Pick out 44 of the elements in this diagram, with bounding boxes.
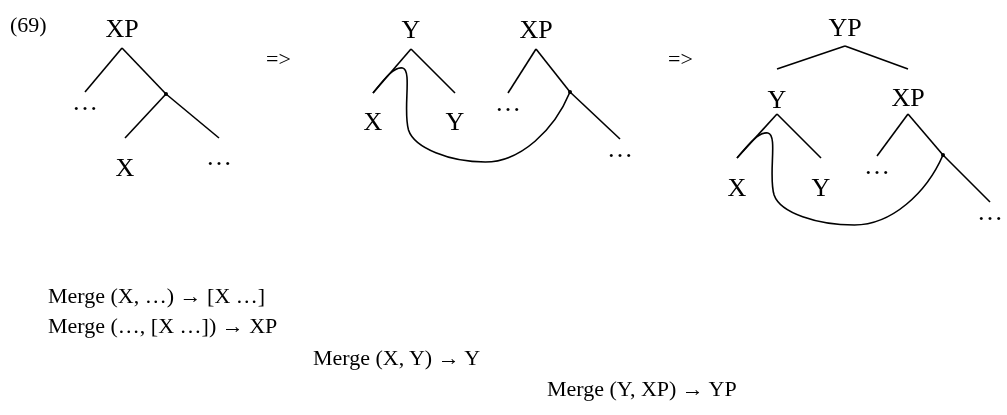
tree-branch (942, 154, 991, 203)
merge-operation-note: Merge (X, …) → [X …] (48, 285, 266, 307)
tree-node-label: … (206, 138, 232, 167)
tree-node-label: XP (105, 19, 139, 48)
tree-node-label: X (727, 158, 747, 198)
tree-branch (569, 91, 621, 140)
movement-line (736, 132, 944, 226)
tree-node-label: YP (828, 18, 862, 46)
tree-branch (507, 48, 537, 94)
tree-node-label: XP (519, 20, 553, 49)
tree-branch (776, 45, 846, 70)
tree-branch (844, 45, 909, 70)
tree-node-label: XP (891, 69, 925, 114)
branch-point (941, 153, 945, 157)
tree-node-label: Y (401, 20, 421, 49)
tree-branch (907, 113, 944, 156)
tree-node-label: … (607, 139, 633, 159)
tree-node-label: … (72, 92, 98, 112)
tree-node-label: Y (767, 69, 787, 114)
tree-branch (876, 113, 909, 157)
merge-operation-note: Merge (…, [X …]) → XP (48, 315, 278, 337)
tree-branch (736, 113, 778, 159)
tree-branch (165, 93, 220, 139)
merge-operation-note: Merge (Y, XP) → YP (547, 378, 737, 400)
movement-line (372, 67, 571, 163)
tree-node-label: … (864, 156, 890, 176)
derivation-step-marker: => (266, 48, 291, 70)
branch-point (568, 90, 572, 94)
tree-node-label: … (495, 93, 521, 113)
tree-branch (535, 48, 571, 93)
branch-point (164, 92, 168, 96)
tree-node-label: … (977, 202, 1003, 222)
merge-operation-note: Merge (X, Y) → Y (313, 347, 481, 369)
tree-branch (84, 47, 123, 93)
tree-node-label: X (115, 138, 135, 178)
tree-branch (124, 93, 167, 139)
tree-node-label: Y (445, 93, 465, 132)
tree-branch (776, 113, 822, 159)
example-number: (69) (10, 14, 47, 36)
derivation-step-marker: => (668, 48, 693, 70)
tree-branch (121, 47, 167, 95)
tree-node-label: Y (811, 158, 831, 198)
tree-branch (410, 48, 456, 94)
tree-node-label: X (363, 93, 383, 132)
